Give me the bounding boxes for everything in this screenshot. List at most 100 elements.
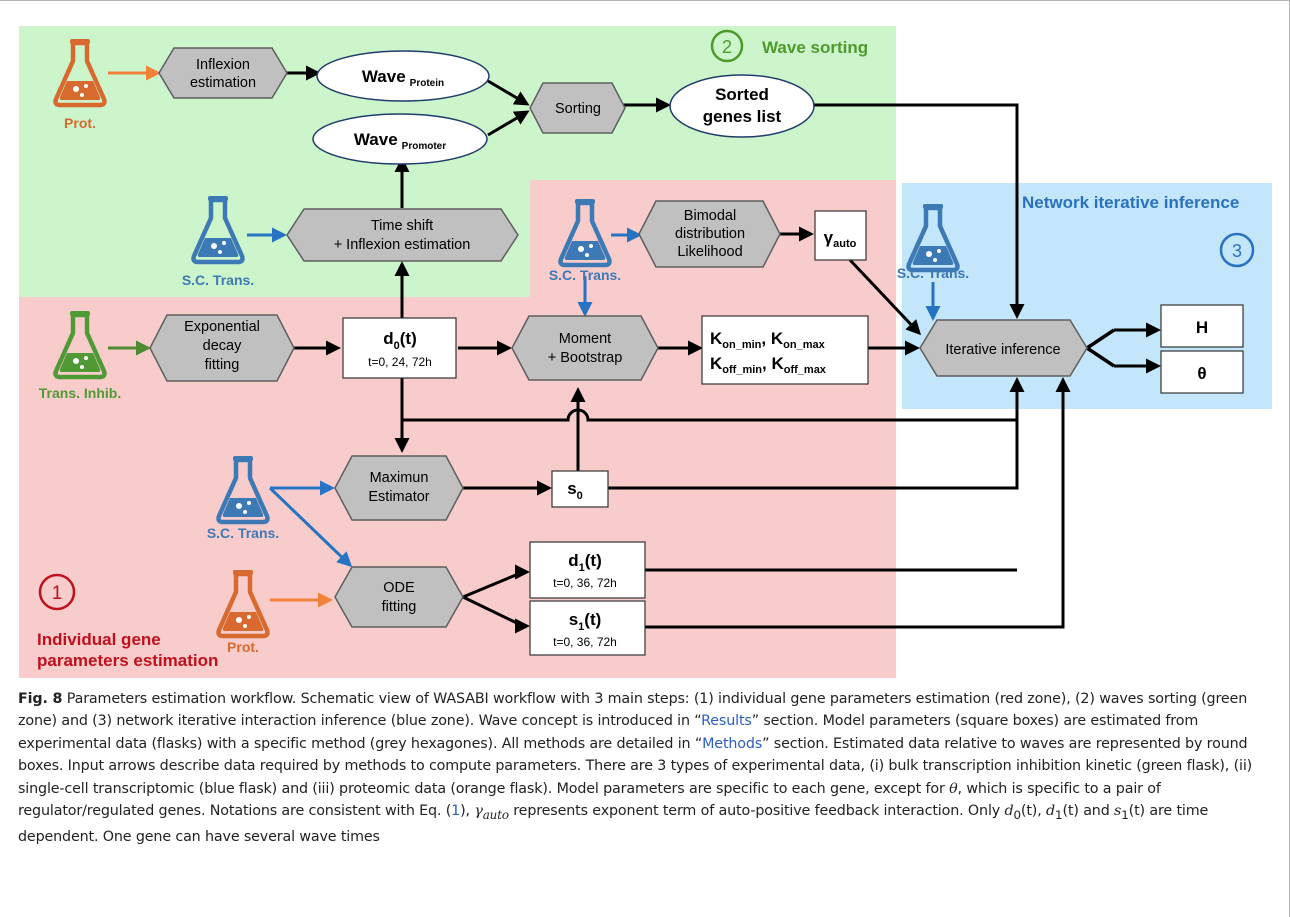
param-sub: 1 xyxy=(579,562,585,574)
param-times: t=0, 24, 72h xyxy=(368,355,432,369)
flask-sc-network: S.C. Trans. xyxy=(897,204,969,281)
orange-flask-icon xyxy=(216,570,270,639)
param-d0: d0(t) t=0, 24, 72h xyxy=(342,317,457,379)
param-H: H xyxy=(1160,304,1244,348)
flask-prot-bottom: Prot. xyxy=(216,570,270,655)
svg-text:s0: s0 xyxy=(567,479,583,502)
hex-bimodal: Bimodal distribution Likelihood xyxy=(638,200,781,268)
caption-fig-label: Fig. 8 xyxy=(18,691,63,707)
hex-line: Time shift xyxy=(371,218,433,234)
hex-iterative-inference: Iterative inference xyxy=(919,319,1088,377)
zone-3-number: 3 xyxy=(1232,241,1242,261)
flask-label: S.C. Trans. xyxy=(182,272,254,288)
caption-d1-sub: 1 xyxy=(1055,807,1063,822)
param-sub: 0 xyxy=(394,340,400,352)
caption-text: (t) and xyxy=(1062,803,1115,820)
param-s0: s0 xyxy=(551,470,609,508)
zone-3-header: Network iterative inference 3 xyxy=(1022,193,1255,268)
zone-1-title-line2: parameters estimation xyxy=(37,651,218,670)
caption-text: represents exponent term of auto-positiv… xyxy=(508,803,1005,820)
hex-line: fitting xyxy=(382,599,417,615)
wave-sub: Promoter xyxy=(402,141,447,152)
sorted-line: genes list xyxy=(703,107,782,126)
caption-text: ), xyxy=(460,803,475,820)
zone-1-header: 1 Individual gene parameters estimation xyxy=(37,573,218,670)
caption-s1-sub: 1 xyxy=(1121,807,1129,822)
wave-sorted-genes: Sorted genes list xyxy=(669,74,815,138)
param-sub: off_min xyxy=(722,364,762,376)
hex-moment-bootstrap: Moment + Bootstrap xyxy=(511,315,659,381)
param-main: s xyxy=(567,479,576,498)
hex-line: Exponential xyxy=(184,319,260,335)
hex-line: fitting xyxy=(205,357,240,373)
blue-flask-icon xyxy=(191,196,245,265)
hex-time-shift: Time shift + Inflexion estimation xyxy=(286,208,519,262)
param-main: d xyxy=(568,551,578,570)
hex-sorting: Sorting xyxy=(529,82,626,134)
caption-gamma-sub: auto xyxy=(482,807,509,822)
zone-2-header: 2 Wave sorting xyxy=(710,29,868,63)
hex-line: + Inflexion estimation xyxy=(334,237,471,253)
param-main: H xyxy=(1196,318,1208,337)
caption-d0-sub: 0 xyxy=(1013,807,1021,822)
hex-line: distribution xyxy=(675,226,745,242)
caption-text: (t) are time dependent. One gene can hav… xyxy=(18,803,1209,846)
results-link[interactable]: Results xyxy=(701,713,752,730)
figure-caption: Fig. 8 Parameters estimation workflow. S… xyxy=(18,688,1280,849)
hex-exponential-decay: Exponential decay fitting xyxy=(149,314,295,382)
param-sub: on_max xyxy=(783,339,825,351)
flask-label: S.C. Trans. xyxy=(897,265,969,281)
svg-text:Kon_min, Kon_max: Kon_min, Kon_max xyxy=(710,329,826,351)
param-main: γ xyxy=(824,228,834,247)
param-times: t=0, 36, 72h xyxy=(553,576,617,590)
param-suffix: (t) xyxy=(585,551,602,570)
flask-sc-wave: S.C. Trans. xyxy=(182,196,254,288)
param-main: d xyxy=(383,329,393,348)
caption-gamma: γ xyxy=(474,803,483,820)
param-gamma-auto: γauto xyxy=(814,210,867,261)
flask-prot-top: Prot. xyxy=(53,39,107,131)
hex-maximum-estimator: Maximun Estimator xyxy=(334,455,464,521)
svg-text:Koff_min, Koff_max: Koff_min, Koff_max xyxy=(710,354,827,376)
hex-line: estimation xyxy=(190,75,256,91)
wave-main: Wave xyxy=(354,130,398,149)
equation-link[interactable]: 1 xyxy=(451,803,461,820)
flask-label: Prot. xyxy=(227,639,259,655)
wave-main: Wave xyxy=(362,67,406,86)
caption-text: ” section. Model parameters (square boxe… xyxy=(18,713,1199,752)
hex-line: Iterative inference xyxy=(945,342,1060,358)
zone-2-title: Wave sorting xyxy=(762,38,868,57)
methods-link[interactable]: Methods xyxy=(702,735,763,752)
param-d1: d1(t) t=0, 36, 72h xyxy=(529,541,646,599)
zone-1-number: 1 xyxy=(52,583,63,604)
param-times: t=0, 36, 72h xyxy=(553,635,617,649)
flask-sc-bimodal: S.C. Trans. xyxy=(549,199,621,283)
param-sub: off_max xyxy=(784,364,827,376)
param-sub: on_min xyxy=(722,339,761,351)
hex-line: Moment xyxy=(559,331,611,347)
svg-text:d0(t): d0(t) xyxy=(383,329,417,352)
hex-line: + Bootstrap xyxy=(548,350,623,366)
flask-trans-inhib: Trans. Inhib. xyxy=(39,311,121,401)
flask-sc-max: S.C. Trans. xyxy=(207,456,279,541)
zone-3-title: Network iterative inference xyxy=(1022,193,1239,212)
caption-text: Schematic view of WASABI workflow with 3… xyxy=(18,691,1248,730)
param-sub: 0 xyxy=(577,490,583,502)
caption-text: ” section. Estimated data relative to wa… xyxy=(18,735,1253,797)
caption-title: Parameters estimation workflow. xyxy=(66,691,297,707)
zone-1-title-line1: Individual gene xyxy=(37,630,161,649)
param-main: θ xyxy=(1197,364,1206,383)
caption-d1: d xyxy=(1046,803,1056,820)
input-arrows xyxy=(108,65,941,608)
param-suffix: (t) xyxy=(400,329,417,348)
hex-inflexion-estimation: Inflexion estimation xyxy=(158,47,288,99)
flask-label: S.C. Trans. xyxy=(549,267,621,283)
caption-theta: θ xyxy=(949,780,958,797)
hex-line: ODE xyxy=(383,580,415,596)
param-main: K xyxy=(710,329,723,348)
wave-sub: Protein xyxy=(410,78,444,89)
workflow-diagram: 2 Wave sorting Network iterative inferen… xyxy=(19,26,1272,678)
